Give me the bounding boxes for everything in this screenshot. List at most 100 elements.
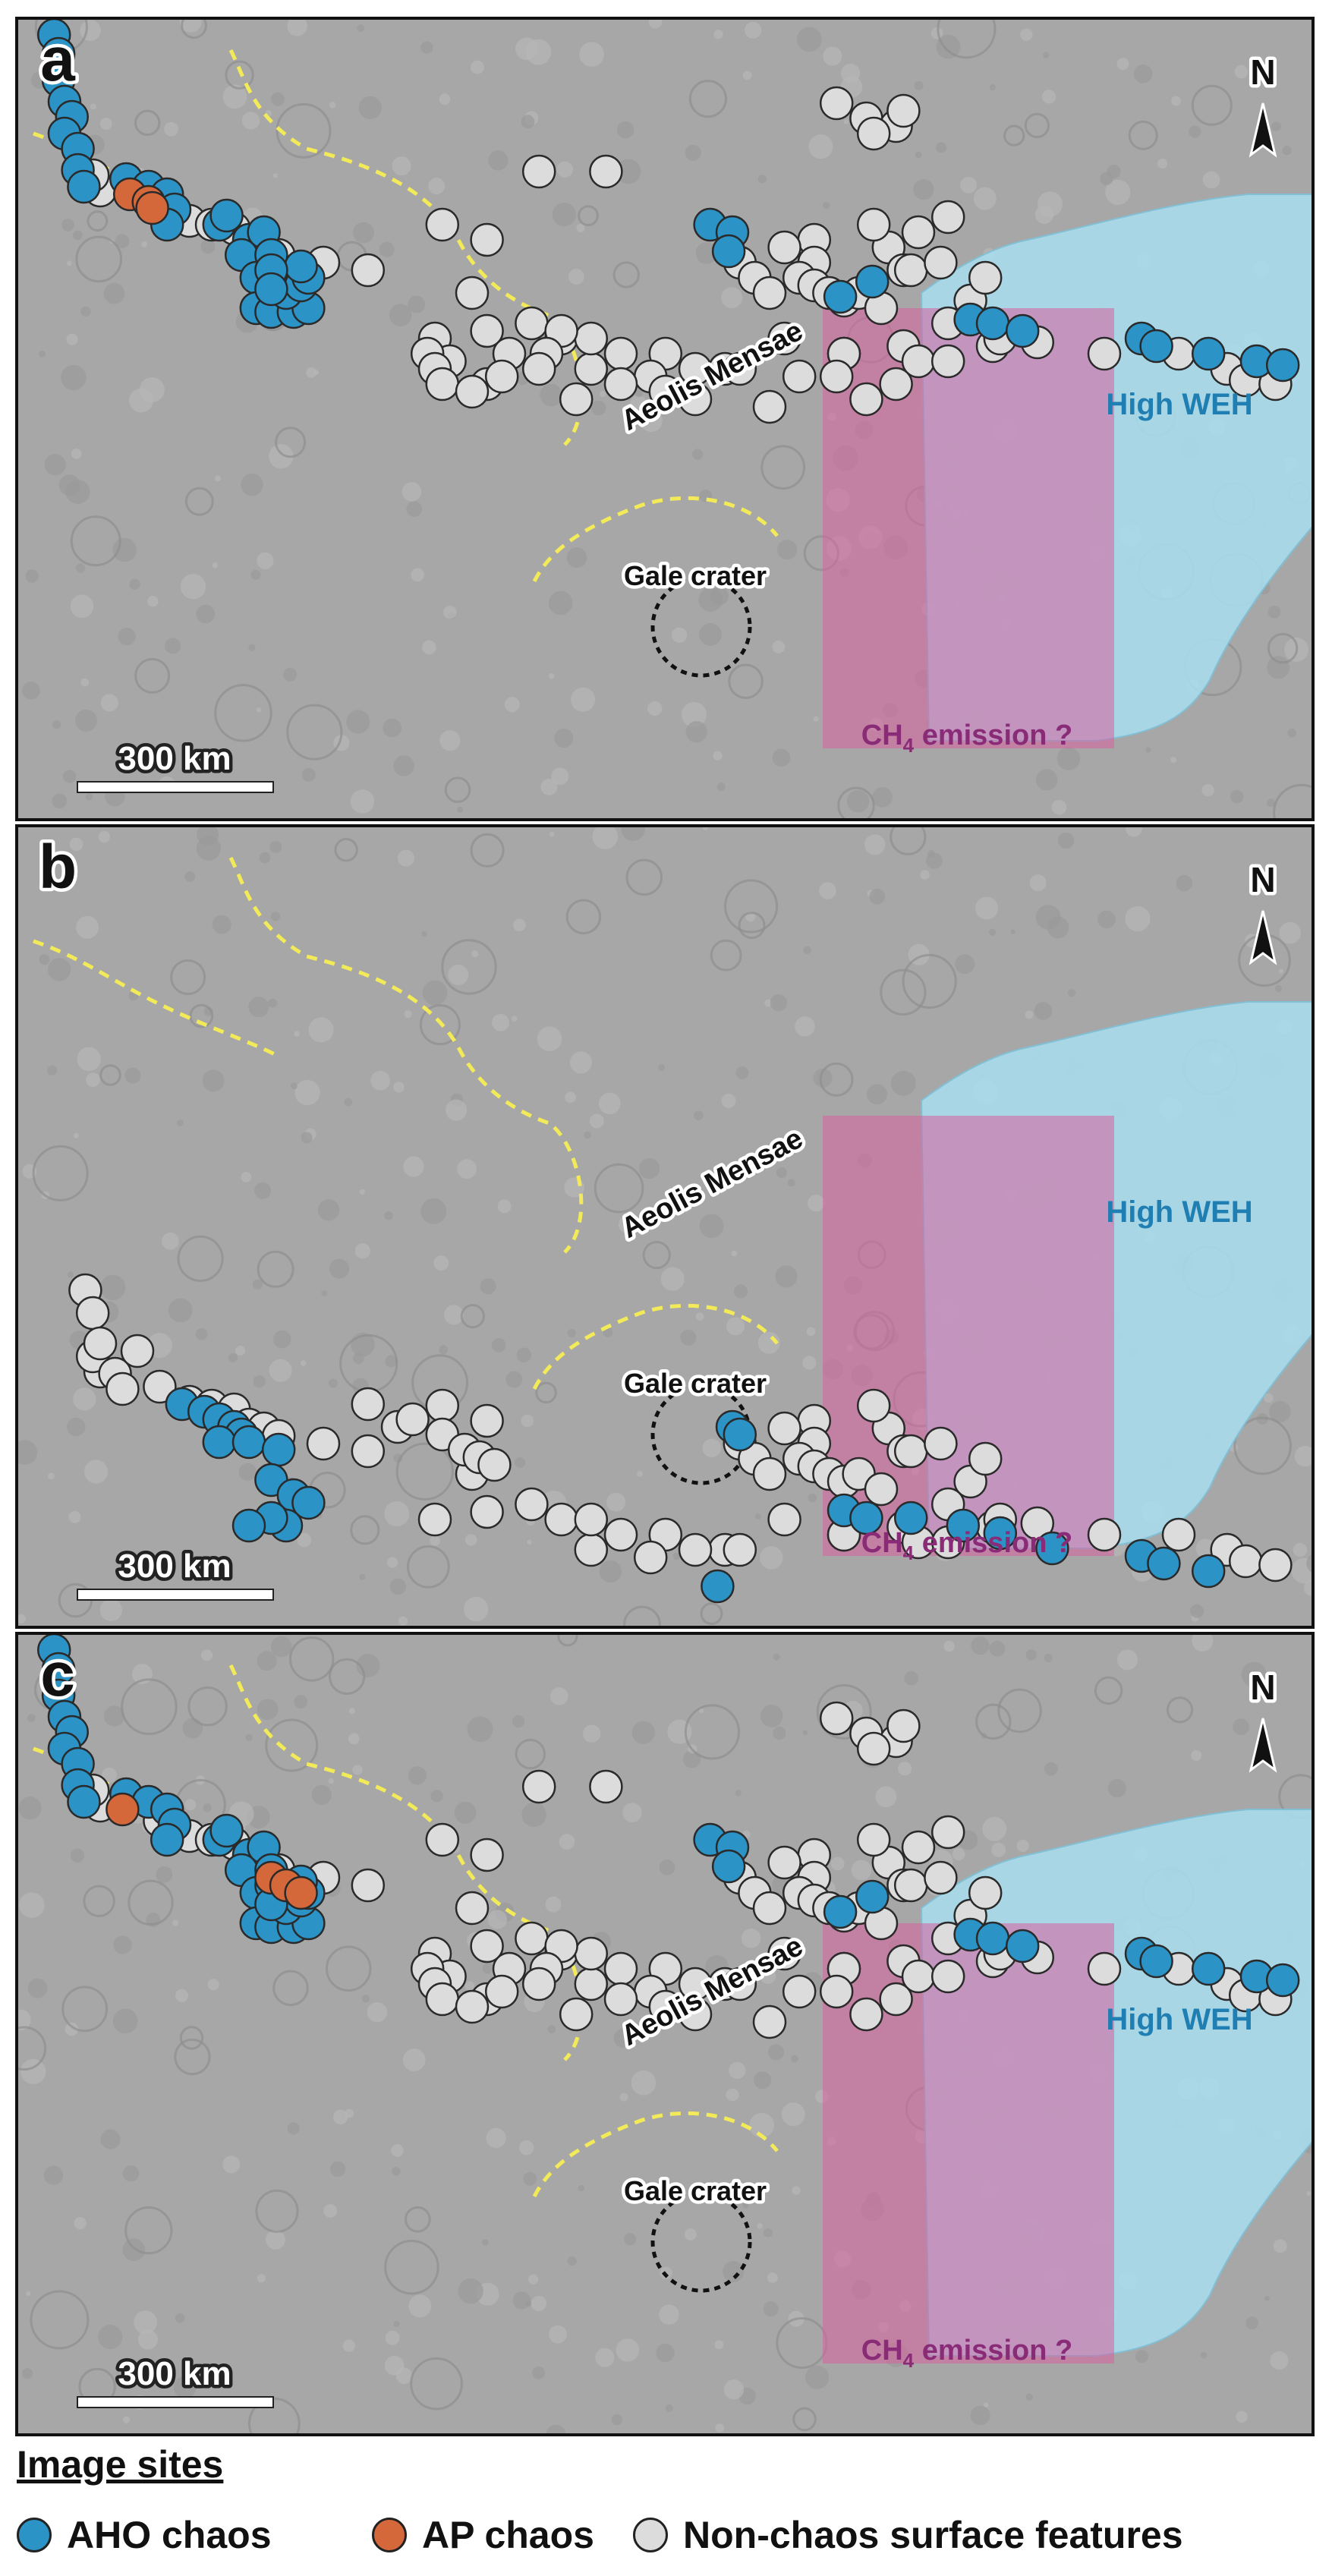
crater [430,1535,440,1546]
crater [271,92,285,106]
crater [467,1716,493,1743]
crater-rim [18,2026,47,2071]
crater [491,1337,506,1353]
non-chaos-site-marker [455,374,490,409]
crater-rim [470,833,505,868]
non-chaos-site-marker [484,359,519,394]
aho-chaos-site-marker [823,279,858,314]
crater-rim [134,109,161,137]
crater [306,367,317,378]
non-chaos-site-marker [470,1929,504,1963]
crater [180,574,206,600]
non-chaos-site-marker [395,1402,430,1437]
crater [18,1440,38,1465]
crater [389,1578,407,1595]
crater [808,134,833,159]
aho-chaos-site-marker [261,1432,296,1467]
crater [203,1803,213,1812]
crater [757,1331,780,1354]
crater [393,755,414,776]
crater [713,30,723,39]
crater-rim [460,1304,485,1329]
crater [623,2233,637,2246]
crater [1267,606,1281,619]
crater [248,644,256,652]
crater [631,2070,657,2096]
non-chaos-site-marker [782,1974,817,2009]
crater [512,1715,525,1728]
crater [287,20,307,36]
non-chaos-site-marker [425,207,460,242]
non-chaos-site-marker [856,1822,891,1857]
crater [521,1802,546,1828]
crater [1107,1779,1126,1798]
crater [458,2278,483,2304]
crater [420,1198,447,1224]
crater [681,701,707,728]
aho-chaos-site-marker [1191,336,1226,371]
aho-chaos-site-marker [855,264,890,299]
crater [112,537,137,562]
crater [62,770,77,783]
north-label: N [1250,1667,1275,1707]
crater [511,1016,518,1022]
crater [497,1199,512,1214]
crater [179,20,202,33]
crater [914,80,924,90]
ap-dot-icon [372,2518,407,2552]
panel-letter: a [40,25,76,94]
crater [568,269,584,285]
crater-rim [837,786,875,818]
crater [428,178,446,195]
crater [584,1131,591,1139]
crater [734,1284,748,1299]
non-chaos-site-marker [723,1532,757,1567]
non-chaos-site-marker [924,245,958,280]
non-chaos-site-marker [574,1936,609,1971]
yellow-dashed-trace [33,856,779,1390]
crater [988,928,997,936]
non-chaos-site-marker [521,154,556,189]
crater [851,1860,872,1881]
crater [85,793,93,801]
crater [283,667,298,682]
aho-chaos-site-marker [711,1849,746,1884]
crater [702,1438,722,1458]
crater [781,2102,805,2127]
crater [515,1456,526,1468]
crater [361,1995,370,2003]
crater [112,2008,138,2034]
crater [631,1721,655,1744]
crater [1029,874,1047,892]
crater [898,1762,912,1776]
crater [777,539,798,560]
crater [1171,96,1181,106]
non-chaos-site-marker [901,215,936,250]
non-chaos-site-marker [477,1447,512,1482]
crater-rim [535,1381,557,1404]
crater [565,1091,577,1104]
crater [122,2165,140,2182]
crater [1189,125,1201,138]
crater [714,2340,724,2350]
non-chaos-site-marker [351,1434,386,1469]
crater [67,1417,86,1437]
crater [90,103,96,110]
ap-chaos-site-marker [105,1792,140,1827]
crater [989,1640,1006,1657]
ap-chaos-site-marker [135,191,169,225]
non-chaos-site-marker [470,1494,504,1529]
crater [519,2140,534,2156]
crater [393,1082,405,1093]
crater [471,60,484,74]
crater [1044,1654,1053,1663]
crater [270,912,281,921]
crater [613,2028,634,2049]
non-chaos-site-marker [1087,1517,1122,1552]
legend-label-aho: AHO chaos [67,2514,272,2556]
crater [491,1013,509,1031]
crater [1016,1839,1029,1853]
non-chaos-site-marker [886,93,921,128]
crater [241,112,260,130]
